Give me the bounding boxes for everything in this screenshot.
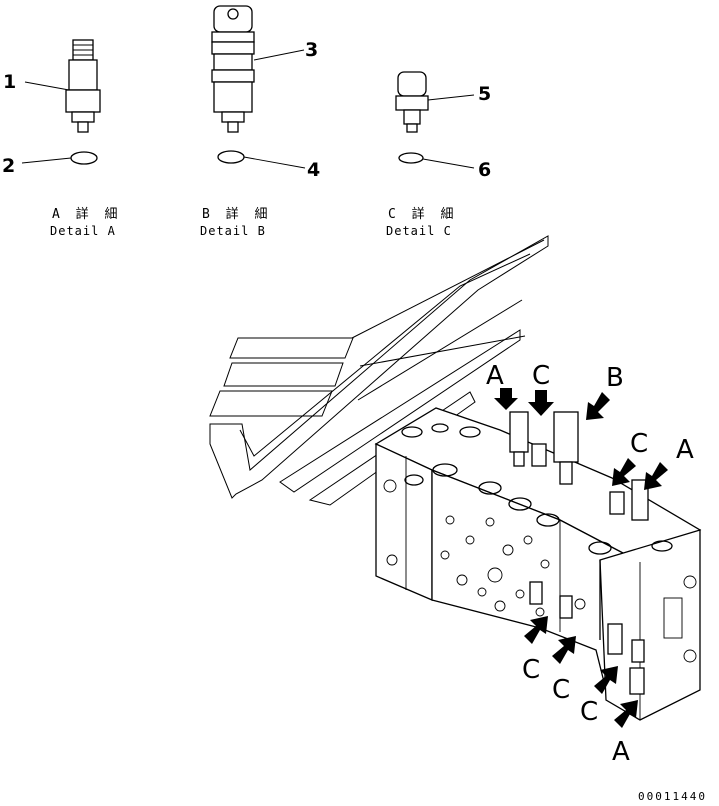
detail-b-jp: B 詳 細 [202, 206, 271, 222]
view-letter-c-low2: C [552, 675, 570, 705]
view-letter-c-top: C [532, 361, 550, 391]
callout-3: 3 [305, 39, 318, 61]
arrow-b-top [586, 392, 610, 420]
detail-a-jp: A 詳 細 [52, 206, 121, 222]
arrow-c-low3 [594, 666, 618, 694]
leader-3 [253, 49, 305, 61]
detail-b-en: Detail B [200, 224, 266, 238]
valve-part-1 [65, 39, 101, 133]
oring-part-2 [70, 151, 98, 165]
view-letter-a-low: A [612, 737, 630, 767]
callout-6: 6 [478, 159, 491, 181]
drawing-number: 00011440 [638, 790, 707, 803]
arrow-c-low1 [524, 616, 548, 644]
view-letter-c-low3: C [580, 697, 598, 727]
leader-1 [24, 81, 70, 91]
leader-2 [21, 157, 72, 164]
view-letter-c-low1: C [522, 655, 540, 685]
detail-c-en: Detail C [386, 224, 452, 238]
oring-part-6 [398, 152, 424, 164]
leader-5 [427, 94, 475, 101]
control-valve-assembly [374, 407, 702, 721]
arrow-c-right [612, 458, 636, 486]
view-letter-a-top: A [486, 361, 504, 391]
view-letter-a-right: A [676, 435, 694, 465]
watermark-logo [209, 235, 549, 506]
callout-4: 4 [307, 159, 320, 181]
callout-1: 1 [3, 71, 16, 93]
detail-c-jp: C 詳 細 [388, 206, 457, 222]
leader-6 [422, 158, 475, 169]
view-letter-c-right: C [630, 429, 648, 459]
arrow-c-low2 [552, 636, 576, 664]
leader-4 [243, 156, 306, 169]
arrow-a-low [614, 700, 638, 728]
plug-part-5 [395, 71, 429, 133]
arrow-c-top [528, 390, 554, 416]
detail-a-en: Detail A [50, 224, 116, 238]
valve-part-3 [211, 5, 255, 133]
callout-5: 5 [478, 83, 491, 105]
view-arrows [494, 388, 668, 728]
oring-part-4 [217, 150, 245, 164]
callout-2: 2 [2, 155, 15, 177]
view-letter-b-top: B [606, 363, 624, 393]
arrow-a-top [494, 388, 518, 410]
arrow-a-right [644, 462, 668, 490]
